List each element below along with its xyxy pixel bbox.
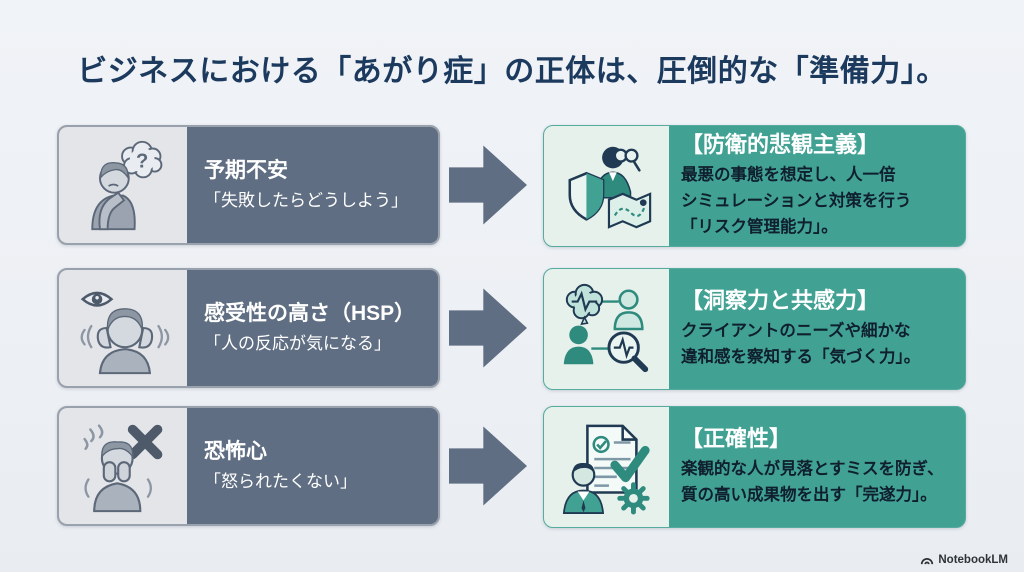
insight-empathy-icon bbox=[544, 269, 669, 389]
cause-card-anxiety: ? 予期不安 「失敗したらどうしよう」 bbox=[57, 125, 440, 245]
strength-body: 楽観的な人が見落とすミスを防ぎ、 質の高い成果物を出す「完遂力」。 bbox=[681, 459, 944, 505]
strength-card-insight-empathy: 【洞察力と共感力】 クライアントのニーズや細かな 違和感を察知する「気づく力」。 bbox=[543, 268, 966, 390]
strength-body: 最悪の事態を想定し、人一倍 シミュレーションと対策を行う 「リスク管理能力」。 bbox=[681, 165, 912, 237]
cause-quote: 「怒られたくない」 bbox=[204, 472, 357, 492]
strength-heading: 【洞察力と共感力】 bbox=[681, 288, 880, 314]
cause-heading: 感受性の高さ（HSP） bbox=[204, 302, 416, 326]
cause-text: 恐怖心 「怒られたくない」 bbox=[187, 408, 438, 524]
cause-quote: 「失敗したらどうしよう」 bbox=[204, 191, 408, 211]
strength-text: 【洞察力と共感力】 クライアントのニーズや細かな 違和感を察知する「気づく力」。 bbox=[669, 269, 965, 389]
right-arrow-icon bbox=[449, 426, 527, 506]
thinking-person-icon: ? bbox=[59, 127, 187, 243]
cause-card-fear: 恐怖心 「怒られたくない」 bbox=[57, 406, 440, 526]
strength-card-defensive-pessimism: 【防衛的悲観主義】 最悪の事態を想定し、人一倍 シミュレーションと対策を行う 「… bbox=[543, 125, 966, 247]
notebooklm-watermark: NotebookLM bbox=[920, 554, 1008, 566]
checklist-gear-icon bbox=[544, 407, 669, 527]
cause-quote: 「人の反応が気になる」 bbox=[204, 334, 391, 354]
strength-text: 【防衛的悲観主義】 最悪の事態を想定し、人一倍 シミュレーションと対策を行う 「… bbox=[669, 126, 965, 246]
cause-card-hsp: 感受性の高さ（HSP） 「人の反応が気になる」 bbox=[57, 268, 440, 388]
cause-text: 感受性の高さ（HSP） 「人の反応が気になる」 bbox=[187, 270, 438, 386]
right-arrow-icon bbox=[449, 288, 527, 368]
fearful-person-icon bbox=[59, 408, 187, 524]
notebooklm-label: NotebookLM bbox=[938, 554, 1008, 566]
row-high-sensitivity: 感受性の高さ（HSP） 「人の反応が気になる」 bbox=[0, 268, 1024, 390]
right-arrow-icon bbox=[449, 145, 527, 225]
svg-text:?: ? bbox=[136, 151, 148, 173]
cause-heading: 恐怖心 bbox=[204, 440, 267, 464]
strength-heading: 【防衛的悲観主義】 bbox=[681, 132, 880, 158]
sensitive-person-icon bbox=[59, 270, 187, 386]
cause-text: 予期不安 「失敗したらどうしよう」 bbox=[187, 127, 438, 243]
strength-text: 【正確性】 楽観的な人が見落とすミスを防ぎ、 質の高い成果物を出す「完遂力」。 bbox=[669, 407, 965, 527]
cause-heading: 予期不安 bbox=[204, 159, 288, 183]
page-title: ビジネスにおける「あがり症」の正体は、圧倒的な「準備力」。 bbox=[77, 55, 947, 88]
row-anticipatory-anxiety: ? 予期不安 「失敗したらどうしよう」 bbox=[0, 125, 1024, 247]
strength-heading: 【正確性】 bbox=[681, 426, 792, 452]
shield-binoculars-map-icon bbox=[544, 126, 669, 246]
strength-card-accuracy: 【正確性】 楽観的な人が見落とすミスを防ぎ、 質の高い成果物を出す「完遂力」。 bbox=[543, 406, 966, 528]
row-fear: 恐怖心 「怒られたくない」 bbox=[0, 406, 1024, 528]
notebooklm-logo-icon bbox=[921, 558, 934, 565]
strength-body: クライアントのニーズや細かな 違和感を察知する「気づく力」。 bbox=[681, 321, 921, 367]
